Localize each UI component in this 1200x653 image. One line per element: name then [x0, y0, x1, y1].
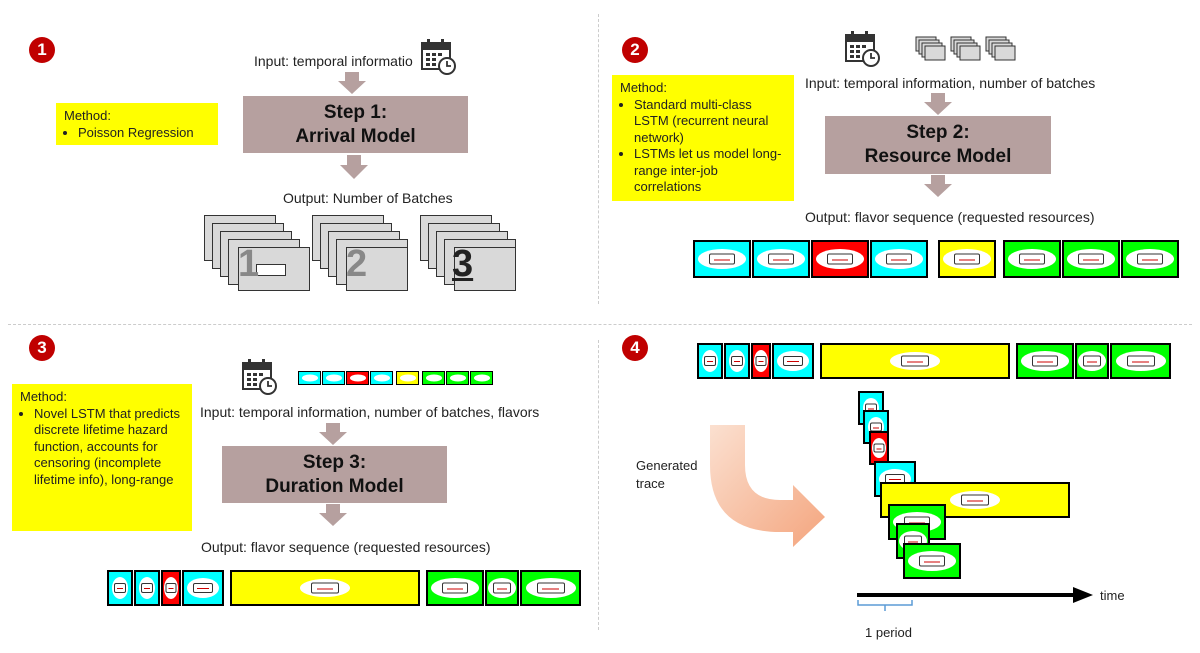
- p2-method-box: Method: Standard multi-class LSTM (recur…: [612, 75, 794, 201]
- step3-title: Duration Model: [265, 475, 404, 497]
- divider-horizontal: [8, 324, 1192, 325]
- vm-flavor-icon: [811, 240, 869, 278]
- p2-arrow-out: [924, 175, 952, 197]
- calendar-clock-icon: [242, 359, 277, 395]
- period-brace: [857, 600, 913, 611]
- p3-output-text: Output: flavor sequence (requested resou…: [201, 539, 491, 555]
- vm-flavor-icon: [870, 240, 928, 278]
- p2-flavor-sequence: [693, 240, 1179, 278]
- vm-flavor-icon: [752, 240, 810, 278]
- batch-number-2: 2: [346, 243, 368, 285]
- p1-arrow-in: [338, 72, 366, 94]
- batch-stack-2: 2: [312, 215, 410, 291]
- p1-method-item: Poisson Regression: [78, 125, 210, 142]
- step3-box: Step 3: Duration Model: [222, 446, 447, 503]
- p3-method-item: Novel LSTM that predicts discrete lifeti…: [34, 406, 184, 489]
- p1-method-box: Method: Poisson Regression: [56, 103, 218, 145]
- p3-method-box: Method: Novel LSTM that predicts discret…: [12, 384, 192, 531]
- vm-flavor-icon: [693, 240, 751, 278]
- p3-mini-flavor-sequence: [298, 371, 494, 385]
- batch-number-3: 3: [452, 243, 474, 285]
- p4-duration-sequence: [697, 343, 1171, 379]
- generated-trace: [855, 388, 1075, 583]
- period-label: 1 period: [865, 625, 912, 640]
- step3-label: Step 3:: [302, 451, 367, 473]
- p1-output-text: Output: Number of Batches: [283, 190, 453, 206]
- p3-input-text: Input: temporal information, number of b…: [200, 404, 540, 420]
- time-axis-arrow: [857, 587, 1093, 603]
- calendar-clock-icon: [845, 31, 880, 67]
- p2-input-text: Input: temporal information, number of b…: [805, 75, 1096, 91]
- step1-label: Step 1:: [323, 101, 388, 123]
- p3-method-title: Method:: [20, 389, 67, 404]
- vm-flavor-icon: [1003, 240, 1061, 278]
- p1-method-title: Method:: [64, 108, 111, 123]
- step1-title: Arrival Model: [295, 125, 416, 147]
- badge-2: 2: [622, 37, 648, 63]
- badge-1: 1: [29, 37, 55, 63]
- vm-flavor-icon: [1062, 240, 1120, 278]
- p2-output-text: Output: flavor sequence (requested resou…: [805, 209, 1095, 225]
- batch-stack-1: 1: [204, 215, 310, 291]
- vm-flavor-icon: [1121, 240, 1179, 278]
- stacked-cards-icon: [915, 36, 1016, 61]
- p2-method-item-1: Standard multi-class LSTM (recurrent neu…: [634, 97, 786, 147]
- p1-input-text: Input: temporal informatio: [254, 53, 413, 69]
- badge-3: 3: [29, 335, 55, 361]
- calendar-clock-icon: [421, 39, 456, 75]
- p2-arrow-in: [924, 93, 952, 115]
- batch-number-1: 1: [238, 243, 260, 285]
- divider-vertical-top: [598, 14, 599, 304]
- step2-title: Resource Model: [864, 146, 1012, 167]
- p3-arrow-out: [319, 504, 347, 526]
- vm-flavor-icon: [938, 240, 996, 278]
- p3-arrow-in: [319, 423, 347, 445]
- batch-stack-3: 3: [420, 215, 518, 291]
- step2-box: Step 2: Resource Model: [825, 116, 1051, 174]
- divider-vertical-bottom: [598, 340, 599, 630]
- bent-arrow-icon: [710, 425, 825, 547]
- time-label: time: [1100, 588, 1125, 603]
- p2-method-title: Method:: [620, 80, 667, 95]
- badge-4: 4: [622, 335, 648, 361]
- generated-trace-label: Generated trace: [636, 458, 698, 491]
- p1-arrow-out: [340, 155, 368, 179]
- step2-label: Step 2:: [906, 122, 970, 143]
- step1-box: Step 1: Arrival Model: [243, 96, 468, 153]
- p3-duration-sequence: [107, 570, 581, 606]
- p2-method-item-2: LSTMs let us model long-range inter-job …: [634, 146, 786, 196]
